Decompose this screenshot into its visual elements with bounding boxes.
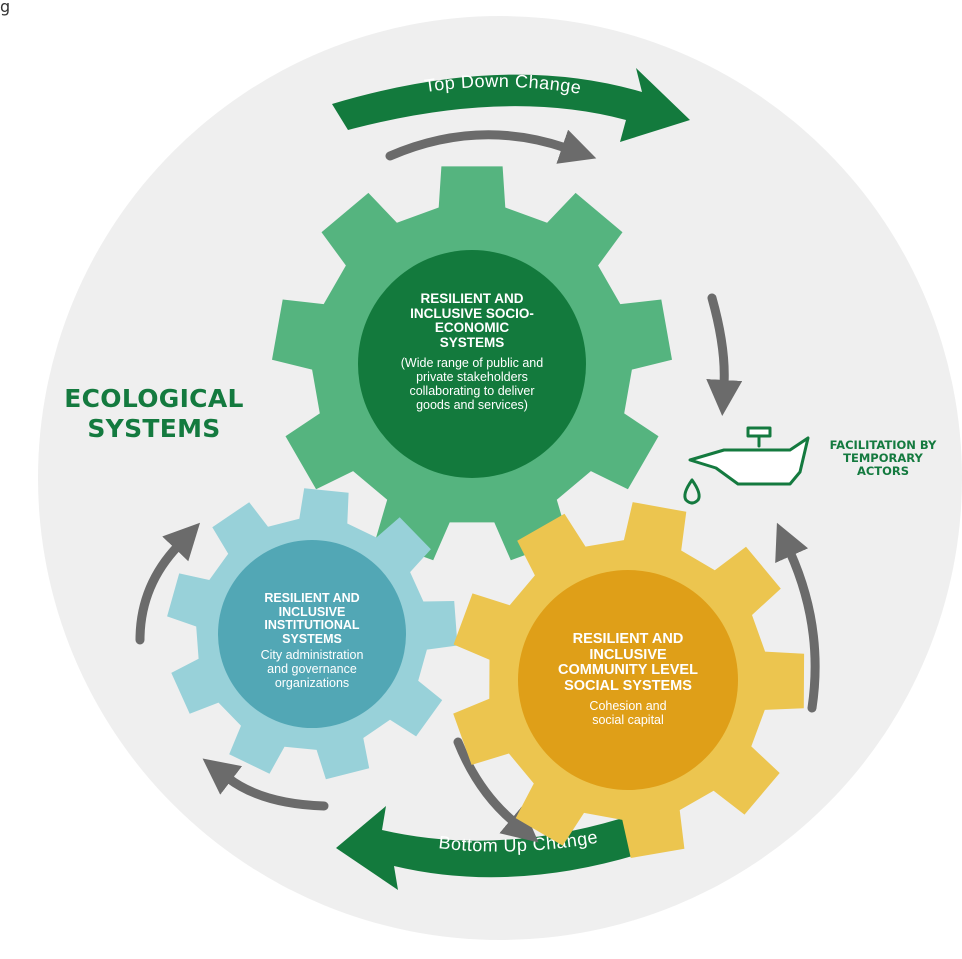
socio-economic-text: RESILIENT AND INCLUSIVE SOCIO- ECONOMIC … [372, 291, 572, 413]
ecological-label-line-1: ECOLOGICAL [64, 384, 244, 413]
inst-sub-line-1: City administration [260, 648, 364, 662]
inst-sub-line-3: organizations [274, 676, 350, 690]
inst-sub-line-2: and governance [267, 662, 357, 676]
socio-title-line-1: RESILIENT AND [420, 291, 524, 306]
cropped-heading-fragment: g [0, 0, 11, 16]
ecological-label-line-2: SYSTEMS [87, 413, 221, 443]
comm-title-line-2: INCLUSIVE [589, 646, 667, 663]
socio-economic-gear-center [358, 250, 586, 478]
facilitation-label: FACILITATION BY TEMPORARY ACTORS [808, 439, 958, 478]
socio-sub-line-3: collaborating to deliver [409, 384, 535, 399]
inst-title-line-3: INSTITUTIONAL [264, 618, 360, 632]
oil-can-icon [683, 426, 810, 505]
comm-sub-line-2: social capital [592, 712, 664, 727]
socio-sub-line-2: private stakeholders [416, 370, 528, 385]
community-gear-center [518, 570, 738, 790]
facilitation-line-1: FACILITATION BY [829, 438, 937, 452]
socio-sub-line-4: goods and services) [416, 398, 528, 413]
cycle-arrow-right-down [706, 293, 743, 416]
ecological-systems-label: ECOLOGICAL SYSTEMS [38, 384, 270, 443]
inst-title-line-1: RESILIENT AND [264, 591, 360, 605]
facilitation-line-3: ACTORS [856, 463, 910, 478]
institutional-gear-center [218, 540, 406, 728]
bottom-up-banner-arrow [336, 806, 664, 890]
institutional-text: RESILIENT AND INCLUSIVE INSTITUTIONAL SY… [232, 591, 392, 690]
socio-title-line-3: ECONOMIC [434, 320, 510, 336]
cycle-arrow-lower-left [202, 758, 329, 811]
cycle-arrow-top [385, 129, 597, 164]
cycle-arrow-left [135, 522, 201, 645]
cycle-arrow-right-up [775, 522, 820, 713]
socio-sub-line-1: (Wide range of public and [400, 356, 544, 371]
socio-title-line-2: INCLUSIVE SOCIO- [410, 305, 534, 321]
inst-title-line-2: INCLUSIVE [278, 604, 346, 619]
cycle-arrow-lower-middle [453, 737, 539, 843]
socio-title-line-4: SYSTEMS [439, 334, 505, 350]
comm-title-line-3: COMMUNITY LEVEL [558, 662, 698, 679]
inst-title-line-4: SYSTEMS [282, 631, 342, 646]
community-text: RESILIENT AND INCLUSIVE COMMUNITY LEVEL … [532, 631, 724, 727]
comm-title-line-4: SOCIAL SYSTEMS [564, 677, 692, 694]
top-down-banner-arrow [332, 68, 690, 142]
comm-title-line-1: RESILIENT AND [572, 631, 684, 647]
comm-sub-line-1: Cohesion and [589, 698, 667, 713]
facilitation-line-2: TEMPORARY [843, 450, 923, 465]
